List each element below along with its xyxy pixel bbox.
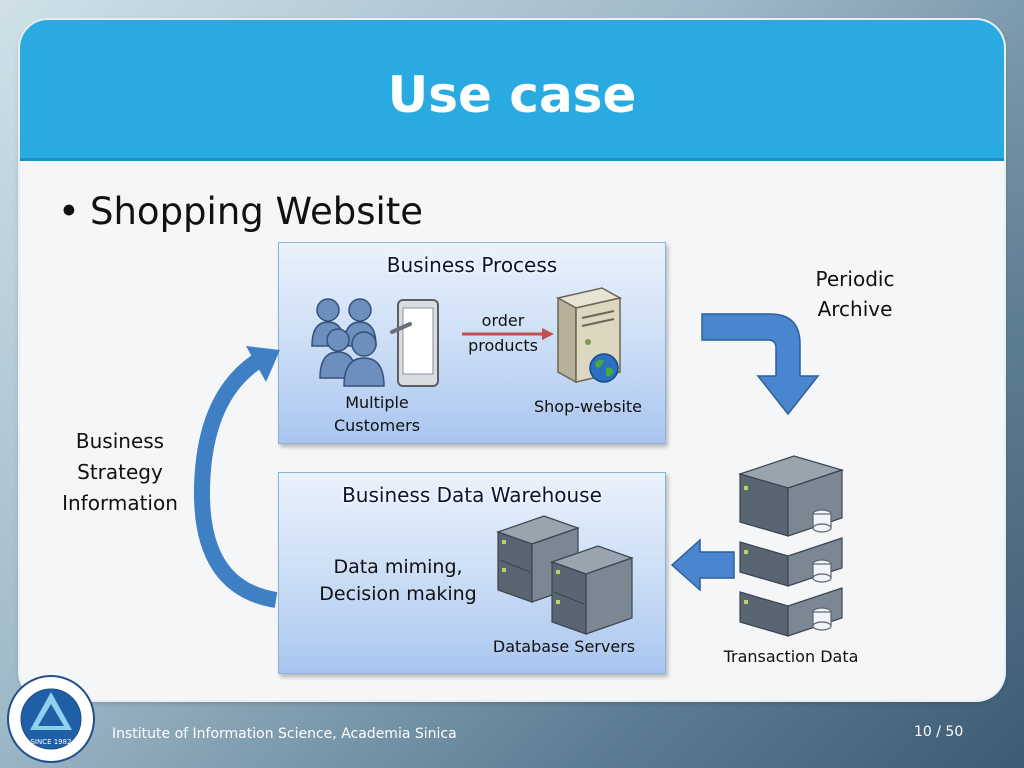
page-number: 10 / 50 [914, 724, 963, 740]
strategy-label-1: Business [50, 426, 190, 456]
bullet-item: •Shopping Website [58, 190, 423, 233]
bullet-dot: • [58, 190, 90, 233]
globe-icon [588, 352, 620, 384]
tablet-icon [392, 298, 444, 388]
business-process-title: Business Process [279, 253, 665, 277]
footer-institute: Institute of Information Science, Academ… [112, 726, 457, 742]
customers-label-2: Customers [322, 416, 432, 435]
transaction-data-label: Transaction Data [712, 647, 870, 666]
archive-arrow [700, 308, 824, 418]
order-label-2: products [460, 336, 546, 355]
periodic-label-2: Archive [796, 294, 914, 324]
transaction-servers-icon [736, 452, 848, 640]
customers-icon [310, 296, 390, 388]
bullet-text: Shopping Website [90, 190, 423, 233]
slide-title: Use case [0, 66, 1024, 124]
periodic-label-1: Periodic [796, 264, 914, 294]
shop-website-label: Shop-website [528, 397, 648, 416]
strategy-label-2: Strategy [50, 457, 190, 487]
load-arrow [670, 538, 736, 592]
logo-year: SINCE 1982 [30, 738, 71, 746]
strategy-label-3: Information [50, 488, 190, 518]
warehouse-title: Business Data Warehouse [279, 483, 665, 507]
strategy-arrow [190, 338, 290, 608]
institute-logo: SINCE 1982 [6, 674, 96, 764]
warehouse-activity-1: Data miming, [308, 552, 488, 582]
order-label-1: order [460, 311, 546, 330]
database-servers-icon [496, 510, 636, 636]
database-servers-label: Database Servers [486, 637, 642, 656]
customers-label-1: Multiple [322, 393, 432, 412]
warehouse-activity-2: Decision making [308, 579, 488, 609]
